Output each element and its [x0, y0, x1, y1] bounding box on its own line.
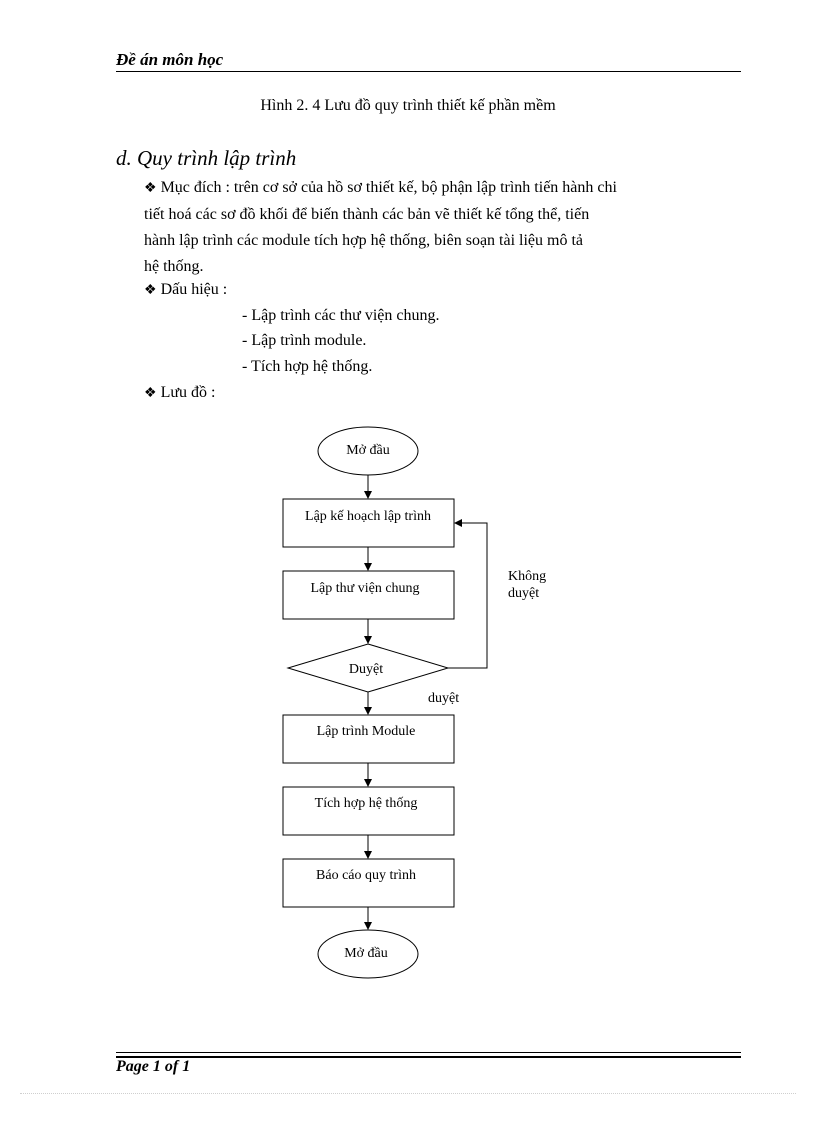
reject-loop-arrow: [448, 519, 488, 669]
header-rule: [116, 71, 741, 72]
end-terminator: [317, 929, 419, 979]
purpose-line-1: ❖Mục đích : trên cơ sở của hồ sơ thiết k…: [144, 179, 617, 196]
flow-label: ❖Lưu đồ :: [144, 384, 216, 401]
module-step-label: Lập trình Module: [317, 724, 416, 739]
sign-item: - Tích hợp hệ thống.: [242, 358, 373, 375]
four-diamond-bullet-icon: ❖: [144, 386, 157, 401]
four-diamond-bullet-icon: ❖: [144, 283, 157, 298]
signs-label: ❖Dấu hiệu :: [144, 281, 228, 298]
report-step-box: [282, 858, 455, 908]
plan-step-label: Lập kế hoạch lập trình: [305, 509, 431, 524]
integrate-step-label: Tích hợp hệ thống: [315, 796, 418, 811]
purpose-line-4: hệ thống.: [144, 258, 204, 275]
library-step-box: [282, 570, 455, 620]
footer-rule: [116, 1056, 741, 1058]
purpose-line-2: tiết hoá các sơ đồ khối để biến thành cá…: [144, 206, 590, 223]
footer-rule: [116, 1052, 741, 1053]
library-step-label: Lập thư viện chung: [310, 581, 419, 596]
integrate-step-box: [282, 786, 455, 836]
four-diamond-bullet-icon: ❖: [144, 181, 157, 196]
footer-page-number: Page 1 of 1: [116, 1058, 191, 1075]
module-step-box: [282, 714, 455, 764]
start-label: Mở đầu: [346, 443, 390, 458]
sign-item: - Lập trình các thư viện chung.: [242, 307, 440, 324]
header-title: Đề án môn học: [116, 50, 224, 69]
page-edge-divider: [20, 1093, 796, 1094]
figure-caption: Hình 2. 4 Lưu đồ quy trình thiết kế phần…: [260, 97, 556, 114]
plan-step-box: [282, 498, 455, 548]
end-label: Mở đầu: [344, 946, 388, 961]
rejected-label-line2: duyệt: [508, 586, 539, 601]
sign-item: - Lập trình module.: [242, 332, 367, 349]
review-decision-label: Duyệt: [349, 662, 383, 677]
report-step-label: Báo cáo quy trình: [316, 868, 416, 883]
rejected-label-line1: Không: [508, 569, 546, 584]
purpose-paragraph: ❖Mục đích : trên cơ sở của hồ sơ thiết k…: [144, 175, 724, 280]
approved-label: duyệt: [428, 691, 459, 706]
section-heading: d. Quy trình lập trình: [116, 146, 297, 170]
purpose-line-3: hành lập trình các module tích hợp hệ th…: [144, 232, 584, 249]
